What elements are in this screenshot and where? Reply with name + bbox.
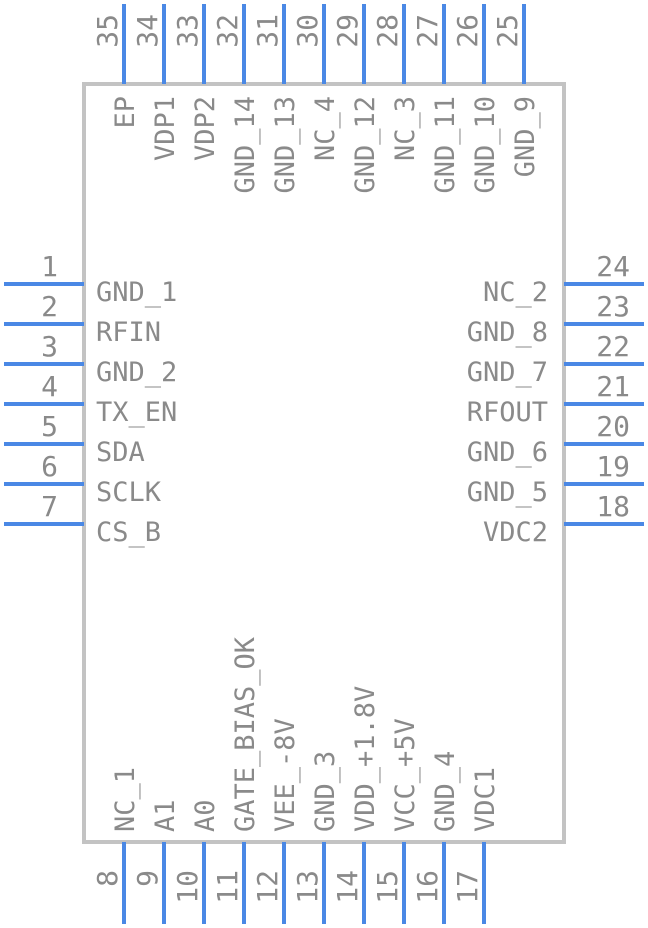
pin-label-gnd-4: GND_4 (430, 751, 461, 832)
pin-20-number: 20 (596, 410, 630, 443)
pin-18-number: 18 (596, 490, 630, 523)
pin-label-tx-en: TX_EN (96, 397, 177, 428)
pin-label-nc-4: NC_4 (310, 96, 341, 161)
pin-25-number: 25 (491, 14, 524, 48)
pin-label-a1: A1 (150, 799, 181, 832)
pin-1-number: 1 (41, 250, 58, 283)
pin-31-number: 31 (251, 14, 284, 48)
pin-label-gnd-10: GND_10 (470, 96, 501, 194)
pin-28-number: 28 (371, 14, 404, 48)
pin-label-gnd-11: GND_11 (430, 96, 461, 194)
pin-24-number: 24 (596, 250, 630, 283)
pin-label-gnd-8: GND_8 (467, 317, 548, 348)
pin-6-number: 6 (41, 450, 58, 483)
pin-label-nc-2: NC_2 (483, 277, 548, 308)
pin-34-number: 34 (131, 14, 164, 48)
pin-label-gnd-6: GND_6 (467, 437, 548, 468)
pin-label-nc-3: NC_3 (390, 96, 421, 161)
pin-label-vdc2: VDC2 (483, 517, 548, 548)
pin-label-vdc1: VDC1 (470, 767, 501, 832)
pin-label-gate-bias-ok: GATE_BIAS_OK (230, 636, 261, 832)
pin-33-number: 33 (171, 14, 204, 48)
pin-label-gnd-9: GND_9 (510, 96, 541, 177)
pin-16-number: 16 (411, 870, 444, 904)
pin-label-vee-8v: VEE_-8V (270, 718, 301, 832)
pin-26-number: 26 (451, 14, 484, 48)
pin-11-number: 11 (211, 870, 244, 904)
pin-label-gnd-12: GND_12 (350, 96, 381, 194)
ic-body (82, 82, 566, 844)
pin-label-gnd-2: GND_2 (96, 357, 177, 388)
pin-7-number: 7 (41, 490, 58, 523)
pin-8-number: 8 (91, 870, 124, 887)
pin-label-gnd-5: GND_5 (467, 477, 548, 508)
pin-9-number: 9 (131, 870, 164, 887)
pin-label-vdp2: VDP2 (190, 96, 221, 161)
pin-14-number: 14 (331, 870, 364, 904)
pin-label-cs-b: CS_B (96, 517, 161, 548)
pin-10-number: 10 (171, 870, 204, 904)
pin-label-a0: A0 (190, 799, 221, 832)
pin-group: 1GND_12RFIN3GND_24TX_EN5SDA6SCLK7CS_B24N… (4, 4, 644, 924)
pin-label-sda: SDA (96, 437, 145, 468)
pin-label-gnd-1: GND_1 (96, 277, 177, 308)
pin-12-number: 12 (251, 870, 284, 904)
pin-27-number: 27 (411, 14, 444, 48)
pin-label-vcc-5v: VCC_+5V (390, 718, 421, 832)
pin-label-rfout: RFOUT (467, 397, 548, 428)
pin-2-number: 2 (41, 290, 58, 323)
pin-label-gnd-13: GND_13 (270, 96, 301, 194)
pin-label-nc-1: NC_1 (110, 767, 141, 832)
pin-19-number: 19 (596, 450, 630, 483)
pin-13-number: 13 (291, 870, 324, 904)
pin-21-number: 21 (596, 370, 630, 403)
pin-label-vdd-1-8v: VDD_+1.8V (350, 686, 381, 832)
pin-label-rfin: RFIN (96, 317, 161, 348)
pin-32-number: 32 (211, 14, 244, 48)
pin-label-sclk: SCLK (96, 477, 162, 508)
pin-29-number: 29 (331, 14, 364, 48)
pin-15-number: 15 (371, 870, 404, 904)
pin-label-vdp1: VDP1 (150, 96, 181, 161)
pin-label-ep: EP (110, 96, 141, 129)
pin-30-number: 30 (291, 14, 324, 48)
pin-3-number: 3 (41, 330, 58, 363)
pin-label-gnd-3: GND_3 (310, 751, 341, 832)
pin-23-number: 23 (596, 290, 630, 323)
pin-5-number: 5 (41, 410, 58, 443)
pin-22-number: 22 (596, 330, 630, 363)
pin-label-gnd-14: GND_14 (230, 96, 261, 194)
pin-17-number: 17 (451, 870, 484, 904)
pin-35-number: 35 (91, 14, 124, 48)
pin-label-gnd-7: GND_7 (467, 357, 548, 388)
pin-4-number: 4 (41, 370, 58, 403)
